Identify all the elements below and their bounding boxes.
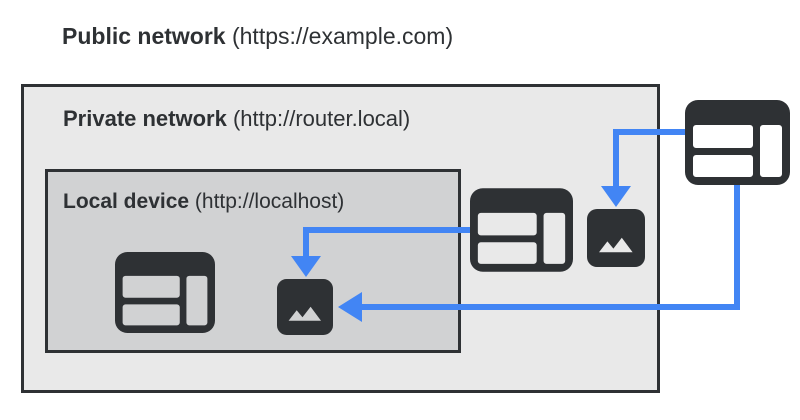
private-network-label: Private network (http://router.local) bbox=[63, 106, 410, 132]
public-network-browser-node bbox=[685, 100, 790, 185]
private-network-browser-node bbox=[470, 187, 573, 273]
local-device-label: Local device (http://localhost) bbox=[63, 189, 344, 214]
image-icon bbox=[587, 209, 645, 267]
local-device-name: Local device bbox=[63, 190, 190, 213]
private-network-url: (http://router.local) bbox=[226, 106, 411, 131]
image-icon bbox=[277, 279, 333, 335]
local-device-image-node bbox=[277, 279, 333, 335]
local-device-url: (http://localhost) bbox=[189, 190, 345, 213]
public-network-name: Public network bbox=[62, 23, 226, 49]
browser-window-icon bbox=[115, 252, 215, 333]
public-network-url: (https://example.com) bbox=[225, 23, 454, 49]
public-network-label: Public network (https://example.com) bbox=[62, 22, 453, 50]
local-device-browser-node bbox=[115, 250, 215, 335]
private-network-name: Private network bbox=[63, 106, 227, 131]
private-network-image-node bbox=[587, 209, 645, 267]
local-device-box: Local device (http://localhost) bbox=[45, 169, 461, 353]
browser-window-icon bbox=[470, 188, 573, 272]
browser-window-icon bbox=[685, 100, 790, 185]
